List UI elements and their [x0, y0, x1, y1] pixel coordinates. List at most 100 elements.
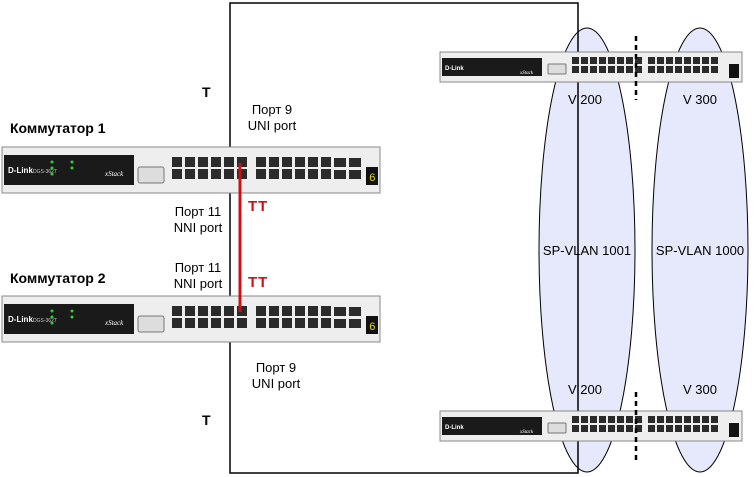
switch-port [693, 425, 700, 432]
switch-port [590, 66, 597, 73]
switch-port [185, 318, 195, 328]
switch-port [256, 318, 266, 328]
switch-port [211, 169, 221, 179]
switch-port [684, 57, 691, 64]
switch-port [648, 66, 655, 73]
switch-port [626, 57, 633, 64]
switch-port [198, 318, 208, 328]
switch-port [684, 416, 691, 423]
port9-bottom-line2: UNI port [251, 376, 301, 391]
switch-port [666, 66, 673, 73]
switch-port [269, 157, 279, 167]
switch-port [648, 425, 655, 432]
switch-port [608, 425, 615, 432]
svg-text:xStack: xStack [519, 430, 534, 435]
switch-port [675, 57, 682, 64]
switch-port [211, 318, 221, 328]
svg-text:D-Link: D-Link [445, 66, 464, 72]
vlan-right-top: V 300 [683, 92, 717, 107]
sp-vlan-1000-ellipse [651, 27, 749, 473]
switch-port [172, 157, 182, 167]
switch-port [617, 66, 624, 73]
switch-port [572, 66, 579, 73]
switch-port [256, 157, 266, 167]
switch-port [675, 66, 682, 73]
switch-port [237, 306, 247, 316]
switch-port [198, 157, 208, 167]
switch-port [617, 416, 624, 423]
switch-port [282, 169, 292, 179]
switch-port [295, 157, 305, 167]
switch-port [626, 66, 633, 73]
switch-port [635, 57, 642, 64]
switch-port [608, 57, 615, 64]
switch-port [648, 57, 655, 64]
switch-port [617, 425, 624, 432]
switch-port [198, 306, 208, 316]
switch-port [626, 416, 633, 423]
switch-port [282, 157, 292, 167]
switch-port [626, 425, 633, 432]
svg-text:DGS-3627: DGS-3627 [33, 318, 57, 324]
svg-text:xStack: xStack [519, 71, 534, 76]
svg-text:6: 6 [369, 322, 376, 334]
switch-port [237, 318, 247, 328]
switch-port [693, 66, 700, 73]
switch-port [295, 169, 305, 179]
switch-port [185, 157, 195, 167]
switch-port [224, 318, 234, 328]
switch-port [185, 169, 195, 179]
switch-port [590, 416, 597, 423]
switch-port [224, 169, 234, 179]
switch-port [321, 157, 331, 167]
switch-port [684, 66, 691, 73]
switch-2-device: D-Link DGS-3627 xStack 6 [1, 295, 381, 343]
svg-text:D-Link: D-Link [8, 315, 33, 324]
right-switch-top-device: D-Link xStack [439, 51, 743, 83]
switch-port [172, 318, 182, 328]
switch-1-device: D-Link DGS-3627 xStack 6 [1, 146, 381, 194]
switch-port [675, 425, 682, 432]
svg-text:D-Link: D-Link [8, 166, 33, 175]
tag-tt-1: TT [248, 198, 269, 215]
switch-port [185, 306, 195, 316]
port9-top-line1: Порт 9 [251, 102, 293, 117]
switch-port [269, 306, 279, 316]
switch-port [308, 157, 318, 167]
switch-port [282, 318, 292, 328]
port9-bottom-line1: Порт 9 [255, 360, 297, 375]
switch-port [635, 425, 642, 432]
switch-port [295, 306, 305, 316]
sp-vlan-1001-ellipse [538, 27, 636, 473]
switch-port [657, 416, 664, 423]
switch-port [666, 57, 673, 64]
switch-port [224, 157, 234, 167]
switch-port [702, 66, 709, 73]
svg-text:DGS-3627: DGS-3627 [33, 169, 57, 175]
vlan-right-name: SP-VLAN 1000 [655, 243, 745, 258]
tag-t-bottom: T [202, 412, 211, 428]
switch-port [237, 169, 247, 179]
switch-port [269, 169, 279, 179]
switch-port [635, 416, 642, 423]
connection-frame [229, 2, 579, 474]
switch-port [702, 416, 709, 423]
tag-t-top: T [202, 84, 211, 100]
switch-port [295, 318, 305, 328]
switch-1-title: Коммутатор 1 [10, 120, 106, 136]
switch-port [308, 306, 318, 316]
switch-port [172, 306, 182, 316]
port11-sw2-line2: NNI port [173, 276, 223, 291]
switch-port [211, 157, 221, 167]
switch-port [693, 416, 700, 423]
switch-port [648, 416, 655, 423]
switch-port [666, 425, 673, 432]
svg-text:D-Link: D-Link [445, 425, 464, 431]
switch-port [581, 416, 588, 423]
svg-text:6: 6 [369, 173, 376, 185]
switch-port [256, 306, 266, 316]
switch-port [711, 425, 718, 432]
switch-port [702, 57, 709, 64]
switch-port [237, 157, 247, 167]
switch-port [581, 66, 588, 73]
